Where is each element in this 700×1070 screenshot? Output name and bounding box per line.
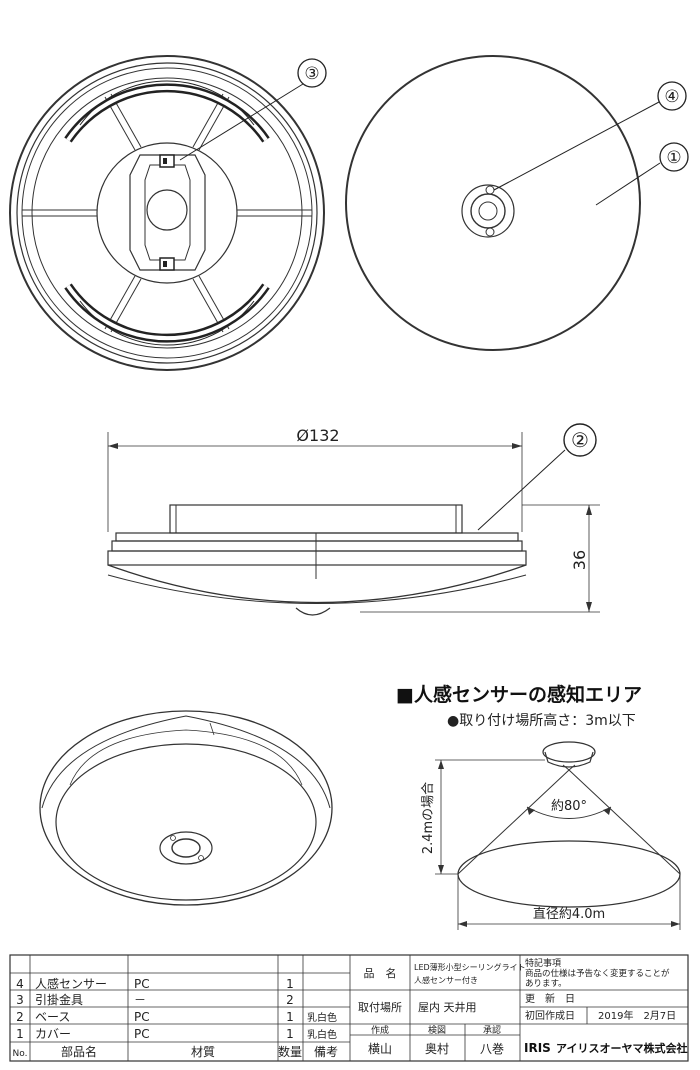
header-material: 材質	[191, 1044, 215, 1059]
place-label: 取付場所	[358, 1001, 402, 1014]
top-view	[345, 55, 641, 351]
sensor-area-title: ■人感センサーの感知エリア	[396, 683, 642, 706]
iris-logo: IRIS	[524, 1041, 551, 1055]
angle-label: 約80°	[551, 799, 587, 814]
area-diameter-label: 直径約4.0m	[533, 907, 605, 922]
row-material: PC	[134, 977, 150, 991]
parts-row-1: 1 カバー PC 1 乳白色	[16, 1027, 337, 1041]
check-label: 検図	[428, 1024, 446, 1036]
checked-by: 奥村	[425, 1042, 449, 1056]
row-no: 3	[16, 993, 24, 1007]
parts-row-2: 2 ベース PC 1 乳白色	[16, 1010, 337, 1024]
first-date-value: 2019年 2月7日	[598, 1009, 676, 1022]
callout-4: ④	[493, 81, 687, 191]
row-qty: 1	[286, 1010, 294, 1024]
row-name: ベース	[35, 1010, 70, 1024]
row-note: 乳白色	[307, 1011, 337, 1024]
sensor-area-note: ●取り付け場所高さ：3m以下	[447, 712, 636, 729]
row-name: 人感センサー	[35, 976, 107, 991]
bottom-view	[9, 55, 325, 371]
first-date-label: 初回作成日	[525, 1009, 575, 1022]
row-no: 2	[16, 1010, 24, 1024]
update-label: 更 新 日	[525, 992, 575, 1005]
callout-3-label: ③	[304, 64, 319, 84]
parts-row-4: 4 人感センサー PC 1	[16, 976, 294, 991]
callout-1: ①	[595, 142, 689, 206]
parts-row-3: 3 引掛金具 － 2	[16, 992, 294, 1007]
header-qty: 数量	[278, 1044, 302, 1059]
row-qty: 1	[286, 977, 294, 991]
callout-2: ②	[477, 423, 597, 531]
title-block	[9, 954, 689, 1062]
header-no: No.	[13, 1049, 28, 1059]
made-label: 作成	[371, 1024, 389, 1036]
row-material: PC	[134, 1027, 150, 1041]
notes-line1: 商品の仕様は予告なく変更することが	[525, 968, 670, 979]
row-no: 1	[16, 1027, 24, 1041]
parts-table: 4 人感センサー PC 1 3 引掛金具 － 2 2 ベース PC 1 乳白色 …	[13, 976, 338, 1059]
row-qty: 2	[286, 993, 294, 1007]
row-no: 4	[16, 977, 24, 991]
row-material: －	[134, 993, 146, 1007]
product-name-line1: LED薄形小型シーリングライト	[414, 962, 526, 972]
product-label: 品 名	[364, 966, 397, 980]
notes-label: 特記事項	[525, 957, 561, 969]
approve-label: 承認	[483, 1024, 501, 1036]
side-view: Ø132 36	[107, 426, 600, 616]
diameter-label: Ø132	[296, 426, 339, 445]
callout-1-label: ①	[666, 148, 681, 168]
header-name: 部品名	[61, 1044, 97, 1059]
approved-by: 八巻	[480, 1042, 504, 1056]
header-note: 備考	[314, 1044, 338, 1059]
made-by: 横山	[368, 1042, 392, 1056]
perspective-view	[39, 710, 333, 906]
place-value: 屋内 天井用	[418, 1000, 477, 1014]
callout-4-label: ④	[664, 87, 679, 107]
callout-2-label: ②	[571, 428, 589, 452]
sensor-area: ■人感センサーの感知エリア ●取り付け場所高さ：3m以下 約80° 2.4mの場…	[396, 683, 681, 930]
company-name: アイリスオーヤマ株式会社	[556, 1041, 687, 1055]
height-case-label: 2.4mの場合	[421, 782, 436, 854]
row-name: 引掛金具	[35, 992, 83, 1007]
notes-line2: あります。	[525, 979, 567, 989]
row-qty: 1	[286, 1027, 294, 1041]
row-note: 乳白色	[307, 1028, 337, 1041]
row-material: PC	[134, 1010, 150, 1024]
parts-header: No. 部品名 材質 数量 備考	[13, 1044, 338, 1059]
product-name-line2: 人感センサー付き	[414, 975, 478, 985]
callout-3: ③	[179, 58, 327, 161]
row-name: カバー	[35, 1027, 71, 1041]
title-block-text: 品 名 LED薄形小型シーリングライト 人感センサー付き 取付場所 屋内 天井用…	[358, 957, 687, 1056]
height-label: 36	[570, 550, 589, 570]
